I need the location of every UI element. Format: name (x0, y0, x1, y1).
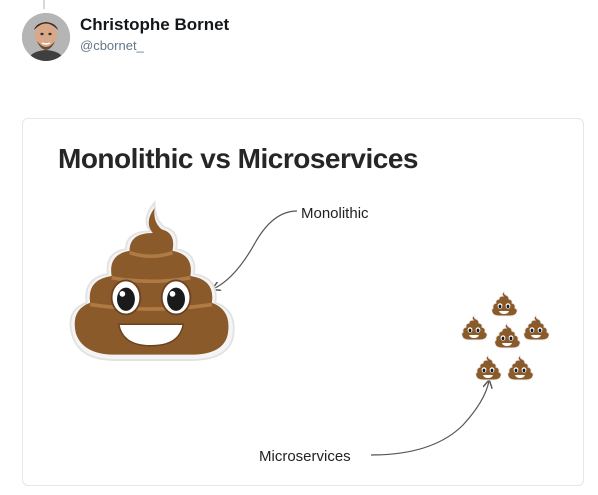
tweet-media-image[interactable]: Monolithic vs Microservices Monolithic M… (22, 118, 584, 486)
microservices-group (461, 290, 550, 381)
author-name[interactable]: Christophe Bornet (80, 15, 230, 34)
author-handle[interactable]: @cbornet_ (80, 38, 144, 53)
microservices-arrow (370, 381, 489, 456)
slide-title: Monolithic vs Microservices (58, 143, 418, 174)
microservice-poop-icon (494, 322, 521, 349)
microservice-poop-icon (507, 354, 534, 381)
microservices-label: Microservices (259, 448, 351, 465)
monolithic-arrow (213, 210, 298, 289)
microservice-poop-icon (475, 354, 502, 381)
microservice-poop-icon (523, 314, 550, 341)
microservice-poop-icon (491, 290, 518, 317)
thread-connector-line (43, 0, 45, 9)
author-avatar[interactable] (22, 13, 70, 61)
monolithic-label: Monolithic (301, 205, 369, 222)
microservice-poop-icon (461, 314, 488, 341)
monolith-poop-icon (69, 200, 235, 361)
arrows-layer (23, 210, 584, 456)
